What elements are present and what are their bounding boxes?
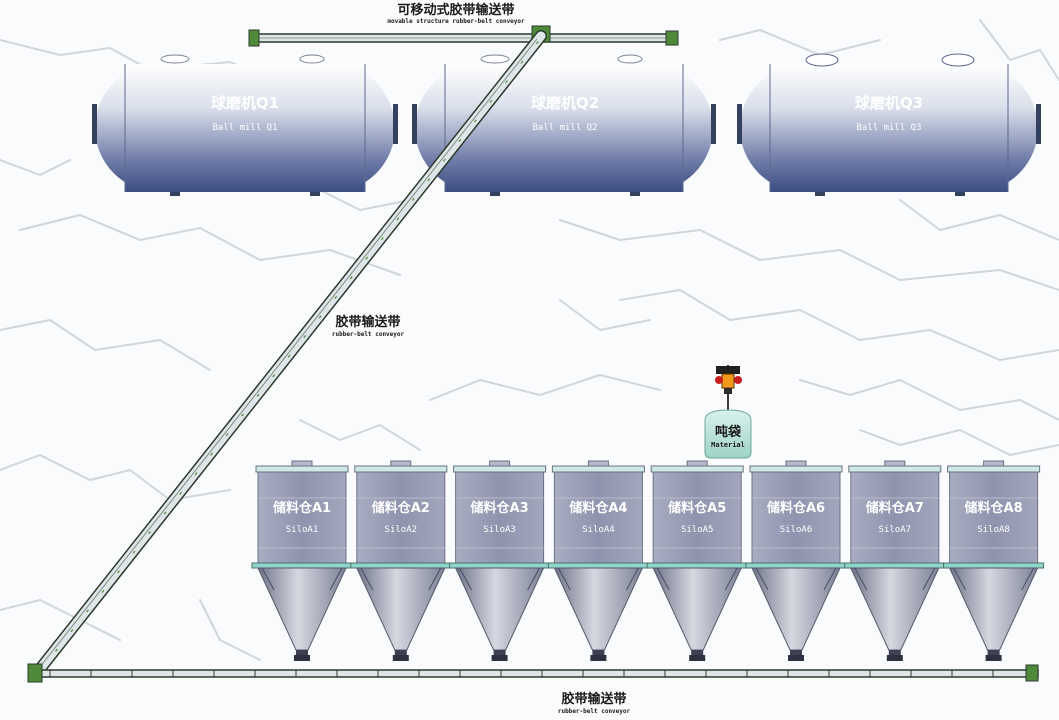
ball-mill-q2-label-en: Ball mill Q2 (532, 123, 597, 133)
silo-a1-label-en: SiloA1 (286, 525, 319, 535)
incline-conveyor-label-cn: 胶带输送带 (335, 314, 400, 330)
ball-mill-q3-label-en: Ball mill Q3 (856, 123, 921, 133)
ball-mill-q3: 球磨机Q3 Ball mill Q3 (737, 53, 1041, 196)
bottom-conveyor-label-en: rubber-belt conveyor (558, 708, 631, 715)
silo-a6-label-cn: 储料仓A6 (766, 500, 825, 516)
silo-a5-label-en: SiloA5 (681, 525, 714, 535)
inclined-conveyor (30, 30, 547, 680)
silo-a5-label-cn: 储料仓A5 (667, 500, 726, 516)
ball-mill-q1: 球磨机Q1 Ball mill Q1 (92, 54, 398, 196)
silo-a2-label-cn: 储料仓A2 (371, 500, 430, 516)
silo-a4-label-en: SiloA4 (582, 525, 615, 535)
silo-a8-label-cn: 储料仓A8 (964, 500, 1023, 516)
marble-background (0, 19, 1059, 661)
ball-mill-q1-label-cn: 球磨机Q1 (211, 94, 279, 112)
ball-mill-q2-label-cn: 球磨机Q2 (531, 94, 599, 112)
silo-a7-label-en: SiloA7 (879, 525, 912, 535)
silo-a3-label-cn: 储料仓A3 (470, 500, 529, 516)
ball-mill-q3-label-cn: 球磨机Q3 (855, 94, 923, 112)
ball-mill-q1-label-en: Ball mill Q1 (212, 123, 277, 133)
bottom-conveyor (27, 663, 1039, 683)
silo-a2-label-en: SiloA2 (385, 525, 418, 535)
silo-a1-label-cn: 储料仓A1 (272, 500, 331, 516)
silo-row: 储料仓A1SiloA1储料仓A2SiloA2储料仓A3SiloA3储料仓A4Si… (251, 460, 1045, 661)
ball-mill-q2: 球磨机Q2 Ball mill Q2 (412, 54, 716, 196)
silo-a6-label-en: SiloA6 (780, 525, 813, 535)
ton-bag: 吨袋 Material (704, 365, 752, 459)
bottom-conveyor-label-cn: 胶带输送带 (561, 691, 626, 707)
silo-a8-label-en: SiloA8 (977, 525, 1010, 535)
silo-a7-label-cn: 储料仓A7 (865, 500, 924, 516)
ton-bag-label-cn: 吨袋 (715, 424, 742, 440)
silo-a3-label-en: SiloA3 (483, 525, 516, 535)
top-conveyor-label-en: movable structure rubber-belt conveyor (387, 18, 525, 25)
top-conveyor-label-cn: 可移动式胶带输送带 (397, 2, 514, 18)
silo-a4-label-cn: 储料仓A4 (568, 500, 627, 516)
ton-bag-label-en: Material (711, 441, 745, 449)
top-movable-conveyor (248, 25, 679, 47)
ball-mills: 球磨机Q1 Ball mill Q1 球磨机Q2 Ball mill Q2 (92, 53, 1041, 196)
incline-conveyor-label-en: rubber-belt conveyor (332, 331, 405, 338)
